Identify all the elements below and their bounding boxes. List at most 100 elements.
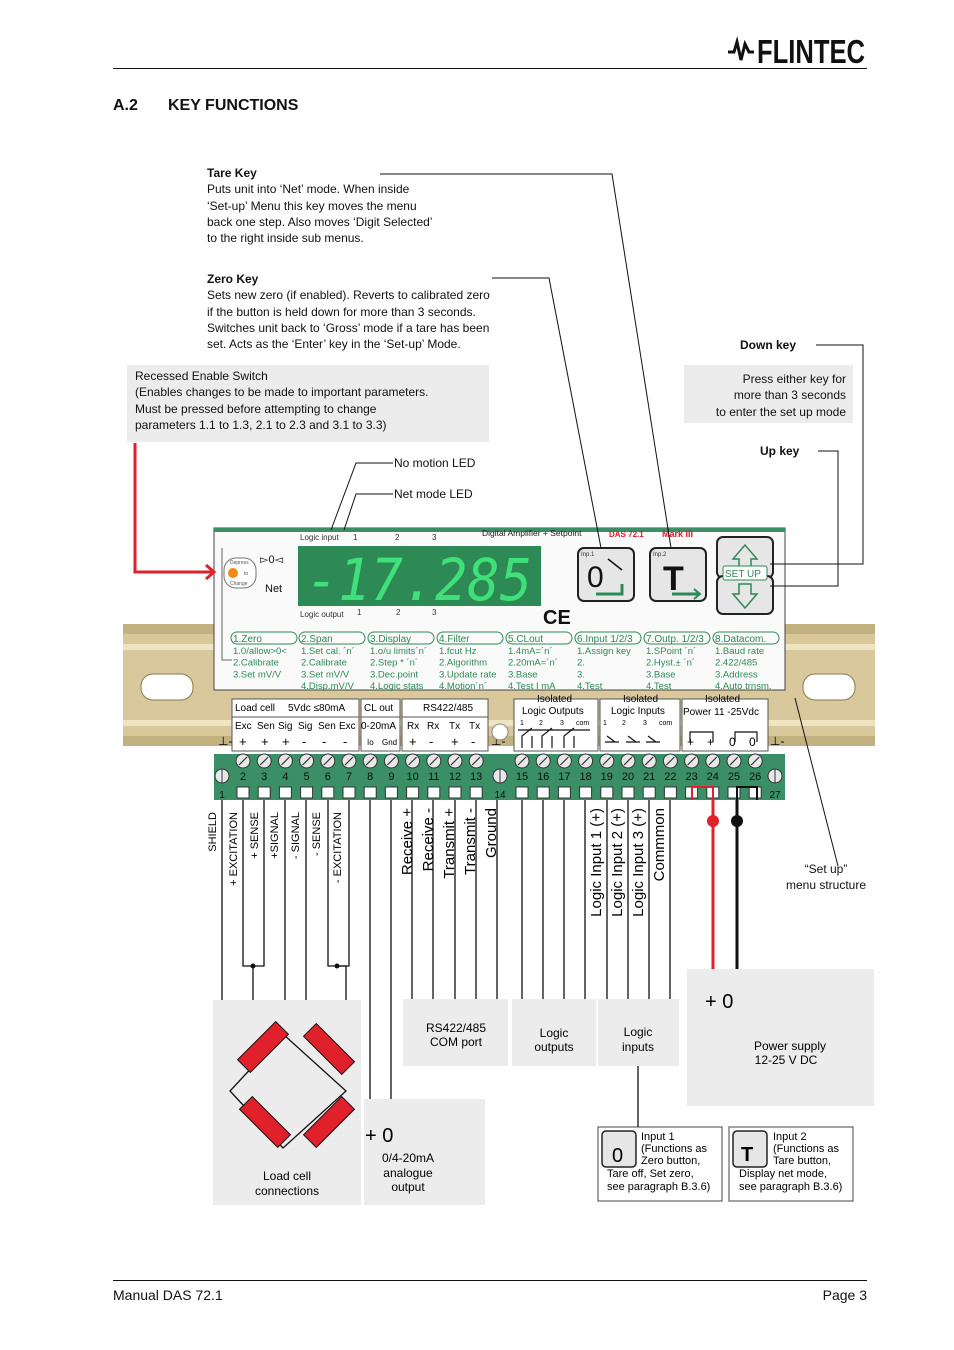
rs-pin: Tx [449,721,460,732]
load-cell-pin: Sen [257,721,275,732]
power-sign: + [707,735,714,749]
logic-out-sub-number: 2 [539,720,543,727]
terminal-slot [448,786,462,799]
menu-item: 1.Set cal. ´n´ [301,646,355,657]
load-cell-sign: - [343,734,347,749]
terminal-slot [536,786,550,799]
terminal-number: 25 [728,771,740,783]
terminal-slot [621,786,635,799]
menu-item: 1.0/allow>0< [233,646,287,657]
menu-header: 1.Zero [233,634,262,645]
logic-out-text: outputs [534,1040,573,1054]
menu-header-pill [505,631,573,645]
setup-menu-line: menu structure [785,878,867,893]
rs-box-text: COM port [430,1035,483,1049]
load-cell-label: Load cell [235,703,275,714]
rs-sign: + [451,734,459,749]
wire-label: Receive - [420,808,437,871]
load-cell-pin: Sig [298,721,312,732]
isolated-label: Isolated [705,694,740,705]
tare-key-line: Puts unit into ‘Net’ mode. When inside [207,182,410,197]
logic-in-sub-number: 2 [622,720,626,727]
terminal-number: 18 [579,771,591,783]
menu-item: 2.Calibrate [233,658,279,669]
terminal-number: 15 [516,771,528,783]
rs-pin: Tx [469,721,480,732]
logic-in-sub-number: 3 [643,720,647,727]
terminal-slot [278,786,292,799]
model-text: Digital Amplifier + Setpoint [482,528,582,538]
terminal-number: 4 [282,771,288,783]
footer-page: Page 3 [822,1287,867,1303]
setup-button[interactable] [722,565,768,581]
terminal-slot [363,786,377,799]
zero-key-button[interactable]: Inp.1 0 [577,547,635,602]
menu-item: 3. [577,669,585,680]
terminal-number: 27 [769,790,781,801]
tare-key-symbol: T [663,560,684,598]
wire-label: Ground [483,808,500,858]
terminal-slot [321,786,335,799]
model-name: DAS 72.1 [609,530,644,539]
terminal-number: 2 [240,771,246,783]
menu-header-pill [367,631,435,645]
device: Logic input 1 2 3 Logic output 1 2 3 Dig… [213,527,786,801]
power-box-text: 12-25 V DC [755,1053,818,1067]
rs-pin: Rx [427,721,439,732]
recessed-switch-line: Recessed Enable Switch [135,369,268,383]
wire-label: Logic Input 3 (+) [630,808,647,917]
red-junction [707,815,719,827]
input1-text: Input 1 [641,1131,675,1143]
led-number: 1 [357,608,362,617]
enable-switch-text: Change [230,581,248,587]
load-cell-pin: Exc [235,721,252,732]
footer-manual: Manual DAS 72.1 [113,1287,223,1303]
menu-header-pill [643,631,711,645]
rs-box-text: RS422/485 [426,1021,486,1035]
rs-label: RS422/485 [423,703,473,714]
terminal-slot [515,786,529,799]
analog-box-text: output [391,1180,425,1194]
menu-item: 3.Set mV/V [233,669,282,680]
tare-key-title: Tare Key [207,166,257,180]
menu-item: 2.422/485 [715,658,757,669]
leader-lines [330,173,864,867]
menu-item: 3.Dec.point [370,669,418,680]
enable-switch[interactable]: Depress to Change [223,557,257,589]
menu-item: 3.Base [508,669,538,680]
terminal-slot [257,786,271,799]
led-number: 1 [353,533,358,542]
cl-out-pin: Gnd [382,738,397,747]
wire-label: Logic Input 2 (+) [609,808,626,917]
menu-item: 4.Logic stats [370,681,424,692]
menu-item: 3.Base [646,669,676,680]
power-label: Power 11 -25Vdc [683,707,759,718]
wire-label: Logic Input 1 (+) [588,808,605,917]
menu-item: 4.Disp.mV/V [301,681,354,692]
menu-header: 8.Datacom. [715,634,766,645]
tare-key-line: ‘Set-up’ Menu this key moves the menu [207,198,417,213]
setup-hint-line: more than 3 seconds [733,388,846,403]
logic-out-text: Logic [540,1026,569,1040]
logic-in-sub-number: com [659,720,672,727]
section-number: A.2 [113,97,138,114]
input1-box: 0 Input 1 (Functions as Zero button, Tar… [597,1126,723,1202]
load-cell-spec: 5Vdc ≤80mA [288,703,346,714]
recessed-switch-line: parameters 1.1 to 1.3, 2.1 to 2.3 and 3.… [135,417,387,432]
menu-item: 4.Test I mA [508,681,556,692]
input1-text: (Functions as [641,1143,708,1155]
rs-com-box: RS422/485 COM port [403,999,508,1066]
wire-label: +SIGNAL [269,812,281,859]
terminal-number: 7 [346,771,352,783]
load-cell-box: Load cell connections [213,1000,361,1205]
input2-text: see paragraph B.3.6) [739,1181,842,1193]
tare-key-button[interactable]: Inp.2 T [649,547,707,602]
terminal-slot [557,786,571,799]
menu-item: 1.SPoint ´n´ [646,646,696,657]
down-key-button[interactable] [716,575,774,615]
wire-label: Receive + [399,808,416,875]
logic-out-sub-number: 3 [560,720,564,727]
menu-header-pill [712,631,780,645]
